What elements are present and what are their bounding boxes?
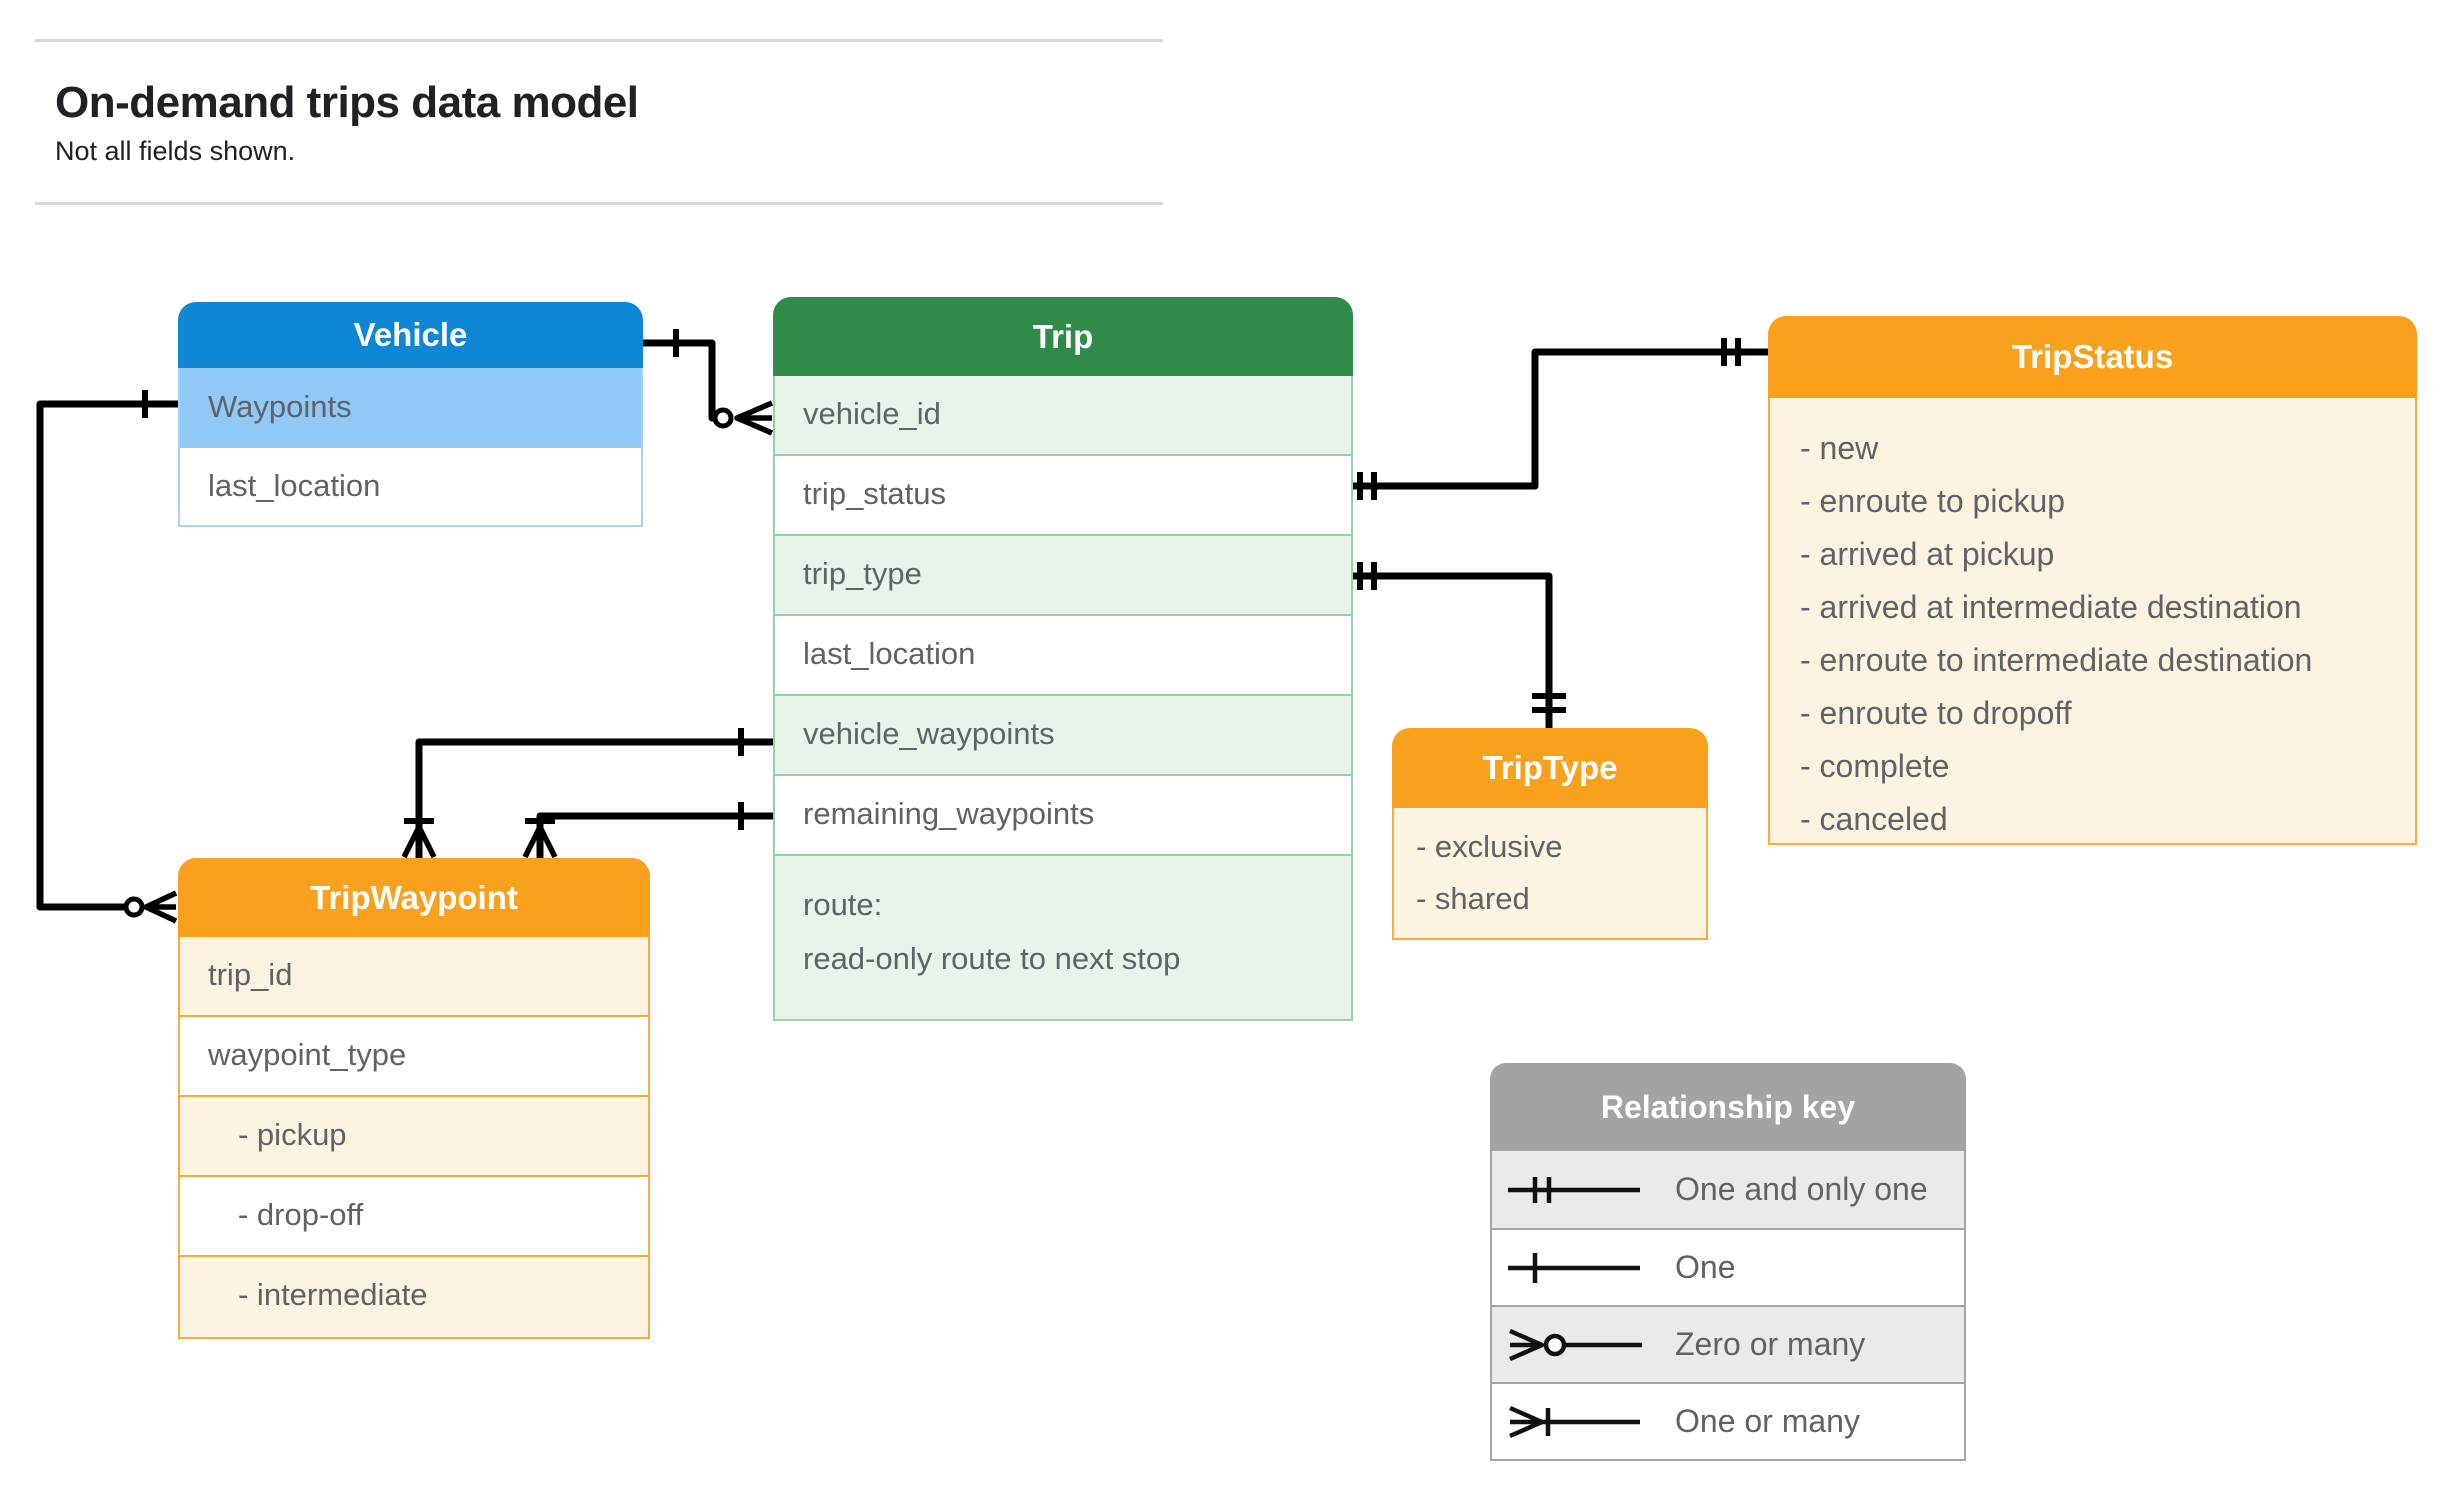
one-and-only-one-icon [1508,1177,1640,1203]
tripwaypoint-title: TripWaypoint [178,858,650,937]
page-subtitle: Not all fields shown. [55,136,296,166]
field-row: - pickup [180,1097,648,1177]
connector-remaining-waypoints-to-tripwaypoint [522,802,773,859]
relationship-key: Relationship key One and only one One [1490,1063,1966,1461]
connector-vehicle-to-trip [643,329,774,436]
legend-label: One and only one [1675,1171,1928,1207]
field-row: waypoint_type [180,1017,648,1097]
enum-value: - shared [1416,881,1530,916]
triptype-title: TripType [1392,728,1708,808]
field-row: trip_type [775,536,1351,616]
legend-row-one: One [1492,1228,1964,1305]
entity-triptype: TripType - exclusive - shared [1392,728,1708,940]
one-icon [1508,1253,1640,1283]
legend-row-one-or-many: One or many [1492,1382,1964,1459]
connector-vehicle-waypoints-to-tripwaypoint [401,728,773,859]
vehicle-title: Vehicle [178,302,643,368]
legend-label: Zero or many [1675,1326,1866,1362]
legend-body: One and only one One Zero or many [1490,1151,1966,1461]
enum-value: - exclusive [1416,829,1563,864]
field-row: last_location [775,616,1351,696]
one-or-many-icon [1509,1405,1640,1439]
legend-label: One or many [1675,1403,1860,1439]
enum-value: - canceled [1800,801,1948,837]
enum-value: - arrived at pickup [1800,536,2055,572]
field-row: Waypoints [180,368,641,448]
page-title: On-demand trips data model [55,78,639,127]
enum-value: - enroute to dropoff [1800,695,2072,731]
field-row: - drop-off [180,1177,648,1257]
tripstatus-title: TripStatus [1768,316,2417,398]
field-row: vehicle_waypoints [775,696,1351,776]
top-divider [35,39,1163,42]
field-row: trip_id [180,937,648,1017]
tripstatus-values: - new - enroute to pickup - arrived at pic… [1768,398,2417,845]
connector-vehicle-to-tripwaypoint [36,390,178,924]
legend-row-one-and-only-one: One and only one [1492,1151,1964,1228]
field-row: last_location [180,448,641,525]
field-row: route: read-only route to next stop [775,856,1351,1019]
enum-value: - enroute to intermediate destination [1800,642,2313,678]
triptype-values: - exclusive - shared [1392,808,1708,940]
entity-tripstatus: TripStatus - new - enroute to pickup - arr… [1768,316,2417,845]
header-divider [35,202,1163,205]
field-row: - intermediate [180,1257,648,1337]
enum-value: - enroute to pickup [1800,483,2066,519]
enum-value: - arrived at intermediate destination [1800,589,2302,625]
zero-or-many-icon [1509,1328,1642,1362]
enum-value: - complete [1800,748,1950,784]
trip-title: Trip [773,297,1353,376]
legend-title: Relationship key [1490,1063,1966,1151]
field-row: remaining_waypoints [775,776,1351,856]
enum-value: - new [1800,430,1879,466]
field-row: vehicle_id [775,376,1351,456]
legend-label: One [1675,1249,1736,1285]
legend-row-zero-or-many: Zero or many [1492,1305,1964,1382]
connector-trip-to-triptype [1353,562,1566,728]
field-row: trip_status [775,456,1351,536]
connector-trip-to-tripstatus [1353,338,1768,500]
